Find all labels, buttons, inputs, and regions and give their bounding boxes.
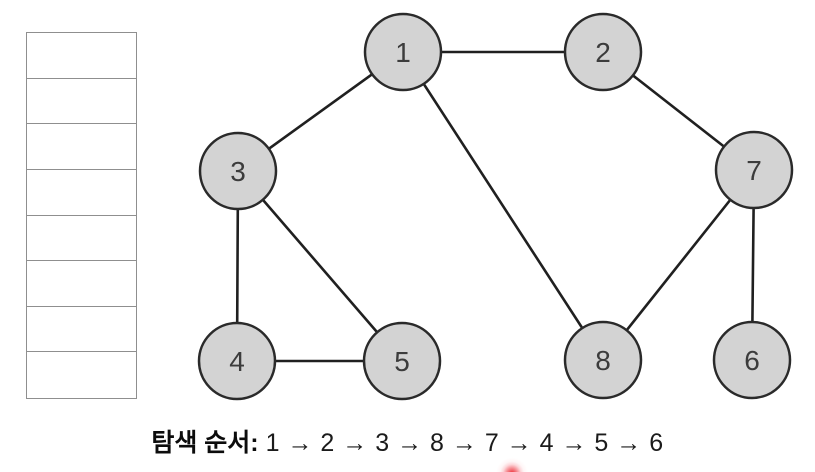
graph-node-label-3: 3	[230, 156, 246, 187]
graph-node-label-7: 7	[746, 155, 762, 186]
graph-node-label-5: 5	[394, 346, 410, 377]
graph-edge-1-8	[401, 50, 605, 362]
queue-cell-5	[27, 216, 136, 262]
graph-node-label-6: 6	[744, 345, 760, 376]
caption-sequence: 1 → 2 → 3 → 8 → 7 → 4 → 5 → 6	[265, 429, 664, 457]
graph-node-8	[563, 320, 643, 400]
queue-cell-4	[27, 170, 136, 216]
graph-node-label-4: 4	[229, 346, 245, 377]
visit-order-table	[26, 32, 137, 399]
queue-cell-1	[27, 33, 136, 79]
graph-node-label-2: 2	[595, 37, 611, 68]
graph-node-4	[197, 321, 277, 401]
graph-node-label-1: 1	[395, 37, 411, 68]
graph-edge-3-5	[236, 169, 404, 363]
queue-cell-7	[27, 307, 136, 353]
queue-cell-6	[27, 261, 136, 307]
graph-node-5	[362, 321, 442, 401]
graph-node-3	[198, 131, 278, 211]
graph-node-7	[714, 130, 794, 210]
graph-edge-7-8	[601, 168, 756, 362]
queue-cell-2	[27, 79, 136, 125]
graph-node-label-8: 8	[595, 345, 611, 376]
graph-node-1	[363, 12, 443, 92]
graph-node-2	[563, 12, 643, 92]
queue-cell-3	[27, 124, 136, 170]
caption-label: 탐색 순서:	[151, 429, 259, 457]
graph-node-6	[712, 320, 792, 400]
caption: 탐색 순서:1 → 2 → 3 → 8 → 7 → 4 → 5 → 6	[0, 427, 815, 459]
